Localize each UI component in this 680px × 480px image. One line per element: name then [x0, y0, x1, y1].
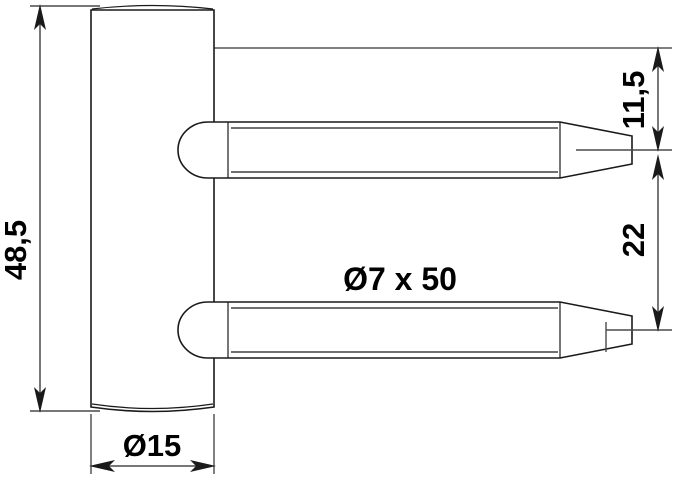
pin-spec-value: Ø7 x 50 [343, 261, 457, 297]
pin-spec-annotation: Ø7 x 50 [343, 261, 457, 297]
arrow-left-icon [89, 460, 115, 472]
arrow-up-icon [652, 154, 664, 180]
mounting-plate [90, 4, 215, 413]
arrow-up-icon [34, 4, 46, 30]
dimension-plate-width: Ø15 [89, 414, 216, 474]
dimension-top-offset: 11,5 [576, 46, 672, 152]
dimension-overall-height: 48,5 [0, 4, 100, 413]
arrow-down-icon [652, 126, 664, 152]
overall-height-value: 48,5 [0, 220, 33, 280]
arrow-down-icon [652, 306, 664, 332]
top-offset-value: 11,5 [616, 71, 651, 130]
upper-pin [177, 121, 633, 179]
lower-pin [177, 301, 633, 359]
plate-width-value: Ø15 [123, 428, 182, 463]
pin-spacing-value: 22 [616, 223, 651, 257]
arrow-down-icon [34, 387, 46, 413]
arrow-up-icon [652, 46, 664, 72]
dimension-pin-spacing: 22 [605, 154, 672, 352]
arrow-right-icon [190, 460, 216, 472]
